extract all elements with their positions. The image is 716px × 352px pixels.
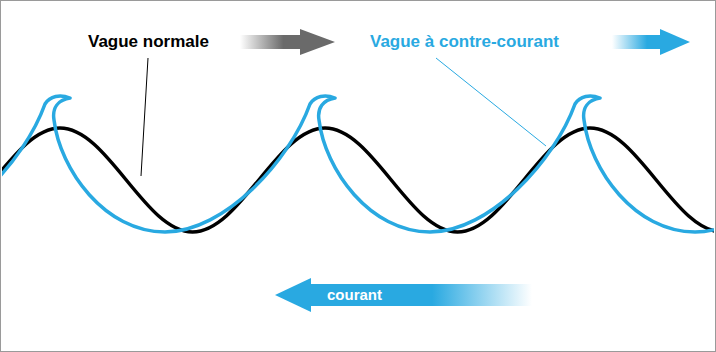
- wave-label: Vague à contre-courant: [370, 32, 559, 52]
- label-text: Vague normale: [88, 32, 209, 51]
- wave-label: Vague normale: [88, 32, 209, 52]
- arrow-body: [240, 35, 302, 49]
- current-label: courant: [327, 285, 382, 305]
- counter-current-wave: [2, 96, 714, 232]
- arrow-body: [612, 35, 662, 49]
- label-text: courant: [327, 286, 382, 303]
- current-arrow-head: [275, 278, 311, 312]
- label-text: Vague à contre-courant: [370, 32, 559, 51]
- arrow-head: [660, 29, 690, 55]
- arrow-head: [300, 29, 335, 55]
- leader-line: [141, 58, 148, 176]
- current-arrow-body: [310, 284, 532, 306]
- leader-line: [436, 58, 546, 146]
